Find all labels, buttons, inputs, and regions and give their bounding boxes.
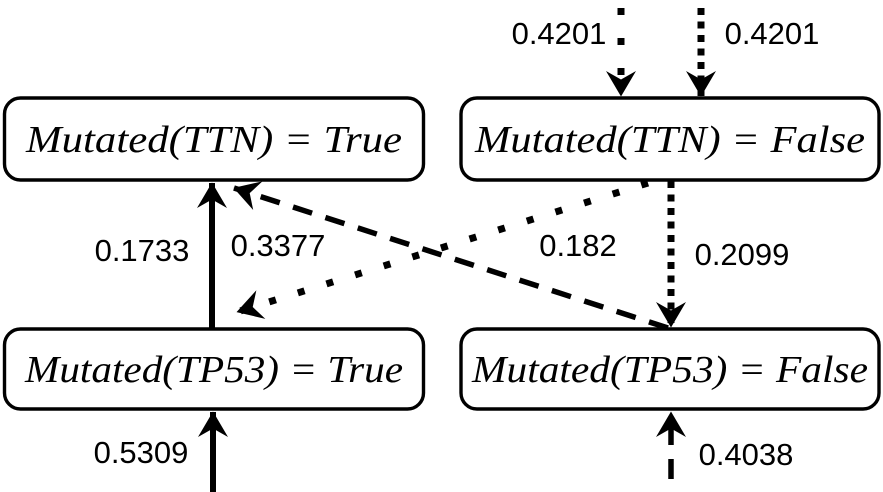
node-ttn-false: Mutated(TTN) = False [459, 96, 881, 182]
node-ttn-true-box [2, 96, 426, 182]
weight-bottom-tp53true: 0.5309 [94, 435, 189, 470]
node-tp53-true-label: Mutated(TP53) = True [24, 349, 403, 391]
node-ttn-false-box [459, 96, 881, 182]
weight-tp53false-ttntrue: 0.3377 [231, 228, 326, 263]
edge-tp53-false-to-ttn-true [233, 181, 669, 331]
weight-top-dense-dotted: 0.4201 [725, 16, 820, 51]
node-tp53-true-box [2, 327, 426, 411]
node-ttn-false-label: Mutated(TTN) = False [474, 119, 865, 161]
weight-ttnfalse-tp53true: 0.182 [539, 228, 617, 263]
node-ttn-true: Mutated(TTN) = True [2, 96, 426, 182]
node-tp53-false-label: Mutated(TP53) = False [471, 349, 868, 391]
edge-ttn-false-to-tp53-true [235, 179, 650, 319]
node-ttn-true-label: Mutated(TTN) = True [25, 119, 402, 161]
node-tp53-false: Mutated(TP53) = False [459, 327, 881, 411]
weight-top-dotted: 0.4201 [512, 16, 607, 51]
node-tp53-false-box [459, 327, 881, 411]
weight-bottom-tp53false: 0.4038 [699, 437, 794, 472]
weight-ttnfalse-tp53false: 0.2099 [695, 237, 790, 272]
node-tp53-true: Mutated(TP53) = True [2, 327, 426, 411]
weight-tp53true-ttntrue: 0.1733 [95, 233, 190, 268]
